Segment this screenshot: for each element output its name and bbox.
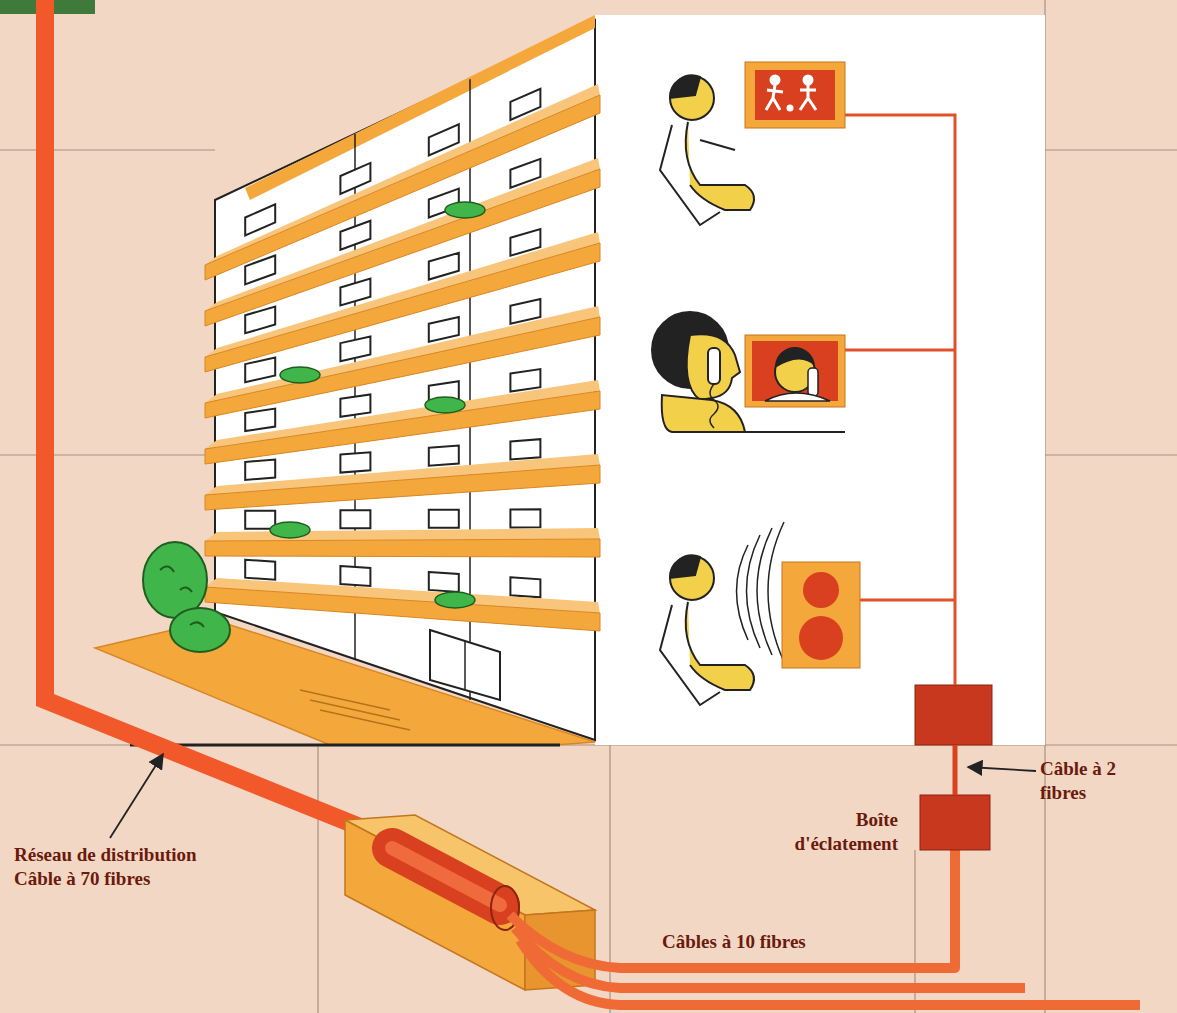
leader-arrow [110, 754, 163, 838]
window [245, 358, 275, 383]
balcony-plant [425, 397, 465, 413]
videophone-user [652, 312, 845, 432]
leader-arrow [968, 767, 1036, 771]
window [510, 369, 540, 391]
sidewalk [95, 620, 595, 745]
window [340, 394, 370, 416]
balcony [205, 539, 600, 557]
steps [300, 690, 410, 730]
balcony [205, 587, 600, 631]
window [429, 572, 459, 592]
balcony-plant [435, 592, 475, 608]
window [245, 460, 275, 480]
window [429, 510, 459, 528]
ground-line [130, 744, 560, 747]
window [510, 577, 540, 597]
balcony [205, 465, 600, 510]
cable-label: Boîte d'éclatement [780, 808, 898, 856]
window [429, 445, 459, 465]
cable-label: Réseau de distribution Câble à 70 fibres [14, 843, 229, 891]
window [340, 510, 370, 528]
window [510, 439, 540, 459]
listener [660, 555, 754, 705]
television [745, 62, 845, 128]
cable-label: Câble à 2 fibres [1040, 757, 1135, 805]
videophone-screen [745, 335, 845, 407]
balcony-plant [445, 202, 485, 218]
ten-fibre-cables [510, 850, 1140, 1005]
distribution-cable [45, 0, 380, 835]
window [245, 204, 275, 235]
indoor-wiring [845, 115, 955, 685]
balcony-top [205, 158, 600, 311]
building-end-wall [595, 15, 1045, 745]
sound-waves [737, 522, 785, 662]
window [340, 452, 370, 472]
balcony-plant [270, 522, 310, 538]
window [429, 253, 459, 280]
loudspeaker [782, 562, 860, 668]
cable-label: Câbles à 10 fibres [662, 930, 902, 954]
breakout-box [920, 795, 990, 850]
window [340, 221, 370, 250]
window [340, 337, 370, 362]
door-line [464, 641, 466, 690]
window [429, 317, 459, 342]
entrance-door [430, 630, 500, 700]
window [340, 279, 370, 306]
balcony-plant [280, 367, 320, 383]
tv-viewer [660, 75, 754, 225]
trees [143, 542, 230, 652]
two-fibre-cable [953, 745, 958, 795]
window [245, 511, 275, 529]
window [510, 299, 540, 324]
window [245, 409, 275, 431]
balcony-top [205, 306, 600, 403]
balcony [205, 391, 600, 464]
window [340, 566, 370, 586]
building-terminal-box [915, 685, 992, 745]
facade-detail [205, 79, 600, 700]
window [245, 560, 275, 580]
window [510, 509, 540, 527]
